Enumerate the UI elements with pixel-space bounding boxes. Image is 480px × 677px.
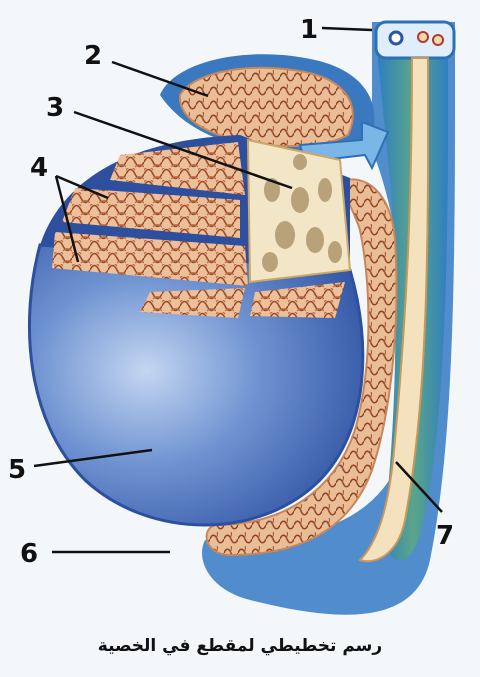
leader-4a (55, 174, 109, 200)
lobule-3 (52, 232, 248, 286)
leader-2 (111, 60, 209, 98)
cord-vessel-red-2 (432, 34, 444, 46)
epididymis-body (205, 178, 398, 557)
cord-vessel-blue (388, 30, 404, 46)
rete-network (262, 154, 342, 272)
label-2: 2 (84, 41, 102, 71)
label-5: 5 (8, 455, 26, 485)
cord-vessel-red-1 (417, 31, 429, 43)
leader-1 (321, 26, 373, 32)
lobule-2 (62, 188, 240, 238)
figure-caption: رسم تخطيطي لمقطع في الخصية (97, 636, 383, 656)
label-7: 7 (436, 521, 454, 551)
leader-5 (33, 448, 153, 468)
label-1: 1 (300, 15, 318, 45)
leader-4b (54, 175, 80, 263)
leader-7 (395, 461, 443, 513)
lobule-4 (140, 288, 245, 318)
label-4: 4 (30, 153, 48, 183)
vas-deferens (358, 57, 429, 563)
lobule-1 (110, 142, 245, 195)
epididymis-head (178, 66, 354, 148)
lobule-5 (250, 282, 345, 318)
label-3: 3 (46, 93, 64, 123)
leader-3 (73, 110, 293, 190)
label-6: 6 (20, 539, 38, 569)
